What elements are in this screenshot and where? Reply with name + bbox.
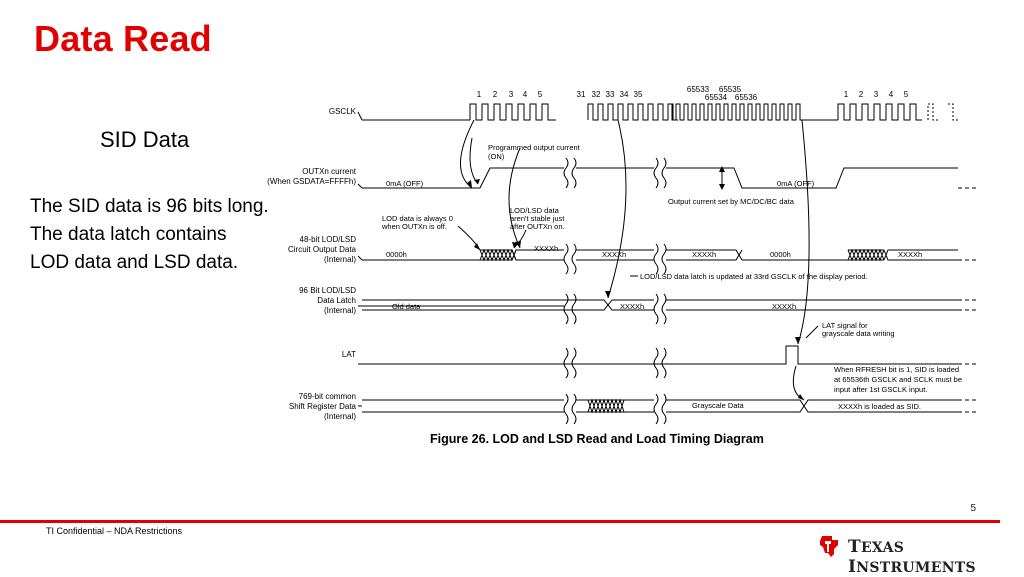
ann-lodlsd-3: after OUTXn on. (510, 222, 565, 231)
page-number: 5 (970, 503, 976, 514)
timing-diagram-svg: GSCLK OUTXn current (When GSDATA=FFFFh) … (267, 85, 978, 446)
label-gsclk: GSCLK (329, 107, 357, 116)
outxn-wave-a (362, 167, 564, 189)
ann-lod-always-2: when OUTXn is off. (381, 222, 447, 231)
ann-off-1: 0mA (OFF) (386, 179, 424, 188)
clk-2: 2 (493, 90, 498, 99)
clk-35: 35 (634, 90, 643, 99)
val-xxxxh-1: XXXXh (534, 244, 558, 253)
lod48-hatch-b (847, 248, 885, 262)
label-outxn-2: (When GSDATA=FFFFh) (267, 177, 356, 186)
figure-caption: Figure 26. LOD and LSD Read and Load Tim… (430, 432, 764, 446)
shift-hatch (587, 398, 625, 414)
clk-65533: 65533 (687, 85, 710, 94)
latch-line-top (362, 299, 654, 311)
label-latch-3: (Internal) (324, 306, 356, 315)
ann-set-by: Output current set by MC/DC/BC data (668, 197, 795, 206)
ann-rfresh-3: input after 1st GSCLK input. (834, 385, 927, 394)
ann-lat-sig-2: grayscale data writing (822, 329, 895, 338)
lod48-x1-bot (511, 249, 564, 261)
ann-prog-1: Programmed output current (488, 143, 581, 152)
ann-lod-always-1: LOD data is always 0 (382, 214, 453, 223)
clk2-1: 1 (844, 90, 849, 99)
lod48-x3-bot (666, 249, 743, 261)
ann-lodlsd-2: aren't stable just (510, 214, 565, 223)
clk-33: 33 (606, 90, 615, 99)
ann-loaded-sid: XXXXh is loaded as SID. (838, 402, 921, 411)
gsclk-pulses-f (927, 103, 958, 121)
clk2-2: 2 (859, 90, 864, 99)
lod48-x3-top (666, 249, 743, 261)
val-0000h-b: 0000h (770, 250, 791, 259)
val-xxxxh-3: XXXXh (692, 250, 716, 259)
clk-32: 32 (592, 90, 601, 99)
clk2-3: 3 (874, 90, 879, 99)
clk-65534: 65534 (705, 93, 728, 102)
ti-logo (820, 536, 838, 557)
val-xxxxh-4: XXXXh (898, 250, 922, 259)
ann-lodlsd-1: LOD/LSD data (510, 206, 560, 215)
clk-34: 34 (620, 90, 629, 99)
clk-31: 31 (577, 90, 586, 99)
ann-rfresh-2: at 65536th GSCLK and SCLK must be (834, 375, 962, 384)
clk-1: 1 (477, 90, 482, 99)
clk-4: 4 (523, 90, 528, 99)
slide-body-text: The SID data is 96 bits long. The data l… (30, 196, 269, 273)
ti-logo-text: TEXAS INSTRUMENTS (848, 537, 976, 577)
label-lod48-1: 48-bit LOD/LSD (300, 235, 357, 244)
label-lod48-2: Circuit Output Data (288, 245, 357, 254)
ann-off-2: 0mA (OFF) (777, 179, 815, 188)
ann-prog-2: (ON) (488, 152, 505, 161)
ann-lat-sig-1: LAT signal for (822, 321, 868, 330)
clk2-4: 4 (889, 90, 894, 99)
val-xxxxh-5: XXXXh (620, 302, 644, 311)
label-shift-2: Shift Register Data (289, 402, 357, 411)
label-shift-3: (Internal) (324, 412, 356, 421)
clk-65535: 65535 (719, 85, 742, 94)
label-latch-2: Data Latch (317, 296, 356, 305)
slide-subtitle: SID Data (100, 127, 190, 152)
break-symbols (563, 157, 667, 425)
val-old-data: Old data (392, 302, 421, 311)
clk-3: 3 (509, 90, 514, 99)
gsclk-pulses-b (587, 103, 678, 121)
timing-diagram: GSCLK OUTXn current (When GSDATA=FFFFh) … (258, 80, 978, 452)
gsclk-pulses-d (747, 103, 804, 121)
footer-confidential: TI Confidential – NDA Restrictions (46, 526, 183, 536)
clk2-5: 5 (904, 90, 909, 99)
gsclk-pulses-e (837, 103, 922, 121)
lod48-x1-top (511, 249, 564, 261)
lod48-hatch-a (479, 248, 517, 262)
ann-latch-update: LOD/LSD data latch is updated at 33rd GS… (640, 272, 868, 281)
lod48-x4-bot (883, 249, 958, 261)
shift-gray-bot (666, 399, 958, 413)
label-outxn-1: OUTXn current (302, 167, 357, 176)
label-shift-1: 769-bit common (299, 392, 356, 401)
val-xxxxh-6: XXXXh (772, 302, 796, 311)
label-lat: LAT (342, 350, 356, 359)
gsclk-pulses-a (469, 103, 556, 121)
ann-rfresh-1: When RFRESH bit is 1, SID is loaded (834, 365, 959, 374)
clk-5: 5 (538, 90, 543, 99)
footer-divider (0, 520, 1000, 523)
label-latch-1: 96 Bit LOD/LSD (299, 286, 356, 295)
val-0000h-a: 0000h (386, 250, 407, 259)
lod48-x4-top (883, 249, 958, 261)
slide-title: Data Read (34, 18, 212, 59)
val-xxxxh-2: XXXXh (602, 250, 626, 259)
clk-65536: 65536 (735, 93, 758, 102)
val-grayscale: Grayscale Data (692, 401, 745, 410)
lat-wave (362, 345, 958, 365)
label-lod48-3: (Internal) (324, 255, 356, 264)
